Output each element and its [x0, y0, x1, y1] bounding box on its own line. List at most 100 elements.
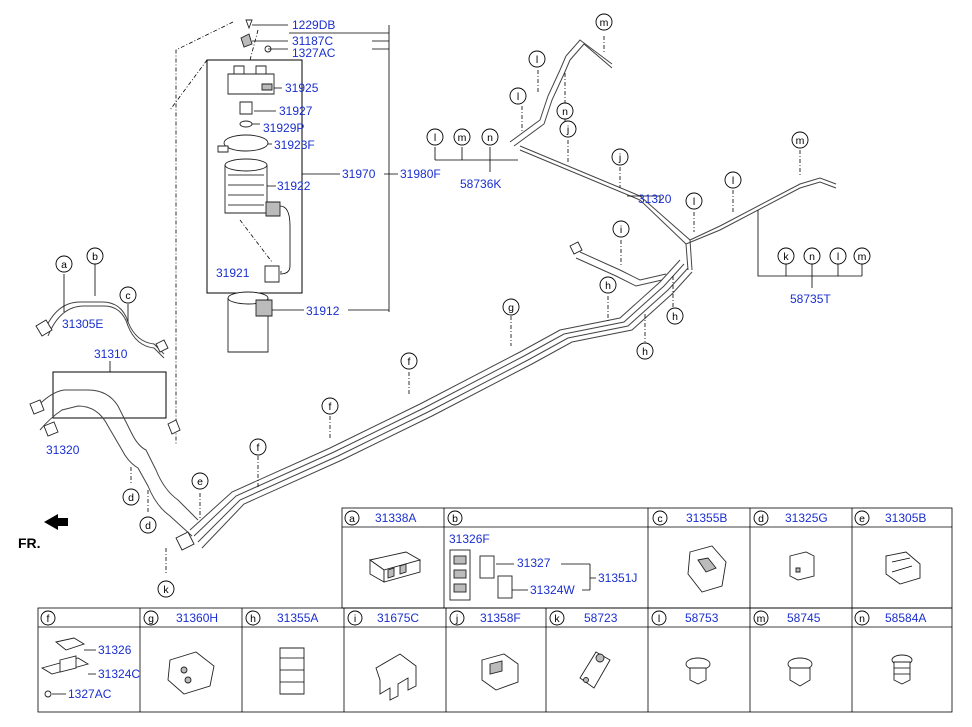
callout-n-1: n	[556, 102, 574, 120]
callout-h-1: h	[599, 276, 617, 294]
label-31929P: 31929P	[263, 121, 304, 135]
svg-text:31355A: 31355A	[277, 611, 318, 625]
svg-text:m: m	[796, 135, 805, 147]
svg-text:k: k	[163, 584, 169, 596]
callout-m-1: m	[595, 13, 613, 31]
label-1327AC: 1327AC	[292, 46, 336, 60]
callout-m-2: m	[453, 128, 471, 146]
callout-m-4: m	[853, 247, 871, 265]
callout-l-6: l	[829, 247, 847, 265]
svg-text:j: j	[455, 613, 458, 625]
callout-b: b	[86, 247, 104, 265]
svg-text:31675C: 31675C	[377, 611, 419, 625]
part-e-clip-icon	[885, 551, 921, 585]
front-fuel-lines	[29, 301, 199, 551]
callout-d-2: d	[139, 516, 157, 534]
svg-text:j: j	[566, 124, 569, 136]
svg-text:h: h	[642, 346, 648, 358]
label-31187C: 31187C	[292, 34, 333, 48]
svg-text:d: d	[145, 520, 151, 532]
svg-text:f: f	[329, 401, 332, 413]
callout-c: c	[119, 286, 137, 304]
fuel-filter-assembly	[169, 19, 303, 445]
svg-text:n: n	[562, 106, 568, 118]
callout-m-3: m	[791, 131, 809, 149]
label-31351J: 31351J	[598, 571, 637, 585]
svg-text:c: c	[125, 290, 130, 302]
svg-text:n: n	[809, 251, 815, 263]
callout-k-2: k	[777, 247, 795, 265]
svg-text:d: d	[128, 492, 134, 504]
svg-text:l: l	[517, 91, 519, 103]
callout-h-2: h	[636, 342, 654, 360]
table-header-g: g 31360H	[143, 610, 218, 626]
svg-text:l: l	[693, 196, 695, 208]
front-arrow-icon	[44, 514, 68, 530]
svg-text:l: l	[837, 251, 839, 263]
svg-text:f: f	[47, 613, 50, 625]
svg-text:a: a	[349, 513, 355, 525]
svg-text:i: i	[620, 224, 622, 236]
svg-text:e: e	[197, 476, 203, 488]
label-31922: 31922	[277, 179, 311, 193]
svg-text:c: c	[657, 513, 662, 525]
callout-n-3: n	[803, 247, 821, 265]
svg-text:31360H: 31360H	[176, 611, 218, 625]
label-31310: 31310	[94, 347, 128, 361]
label-1229DB: 1229DB	[292, 18, 335, 32]
callout-h-3: h	[666, 307, 684, 325]
part-g-clamp-icon	[167, 651, 215, 695]
part-l-clip-icon	[685, 657, 711, 685]
svg-text:h: h	[605, 280, 611, 292]
svg-text:g: g	[148, 613, 154, 625]
svg-text:k: k	[783, 251, 789, 263]
callout-i: i	[612, 220, 630, 238]
label-58736K: 58736K	[460, 177, 501, 191]
svg-text:a: a	[61, 259, 67, 271]
table-header-b: b	[447, 510, 463, 526]
label-31327: 31327	[517, 556, 551, 570]
svg-text:58753: 58753	[685, 611, 719, 625]
table-header-i: i 31675C	[347, 610, 419, 626]
letter-callouts: a b c d d e k f f f g h h h i j j l l l …	[55, 13, 871, 598]
label-1327AC-f: 1327AC	[68, 687, 112, 701]
callout-f-2: f	[321, 397, 339, 415]
callout-l-2: l	[509, 87, 527, 105]
svg-text:58723: 58723	[584, 611, 618, 625]
part-j-clip-icon	[481, 653, 519, 691]
label-31921: 31921	[216, 266, 250, 280]
svg-text:m: m	[458, 132, 467, 144]
svg-text:m: m	[600, 17, 609, 29]
svg-text:31355B: 31355B	[686, 511, 727, 525]
svg-text:l: l	[434, 132, 436, 144]
label-31320-left: 31320	[46, 443, 80, 457]
callout-l-5: l	[724, 171, 742, 189]
svg-text:g: g	[508, 302, 514, 314]
part-b-bracket-icon	[449, 549, 513, 601]
label-31927: 31927	[279, 104, 313, 118]
svg-text:j: j	[618, 152, 621, 164]
label-31326: 31326	[98, 643, 132, 657]
table-header-f: f	[40, 610, 56, 626]
svg-text:d: d	[758, 513, 764, 525]
callout-f-1: f	[249, 438, 267, 456]
svg-text:b: b	[92, 251, 98, 263]
svg-text:i: i	[354, 613, 356, 625]
svg-text:e: e	[859, 513, 865, 525]
callout-g: g	[502, 298, 520, 316]
label-31980F: 31980F	[400, 167, 441, 181]
filter-callout-leaders	[252, 24, 398, 312]
label-58735T: 58735T	[790, 292, 831, 306]
svg-text:b: b	[452, 513, 458, 525]
front-direction-label: FR.	[18, 535, 41, 551]
